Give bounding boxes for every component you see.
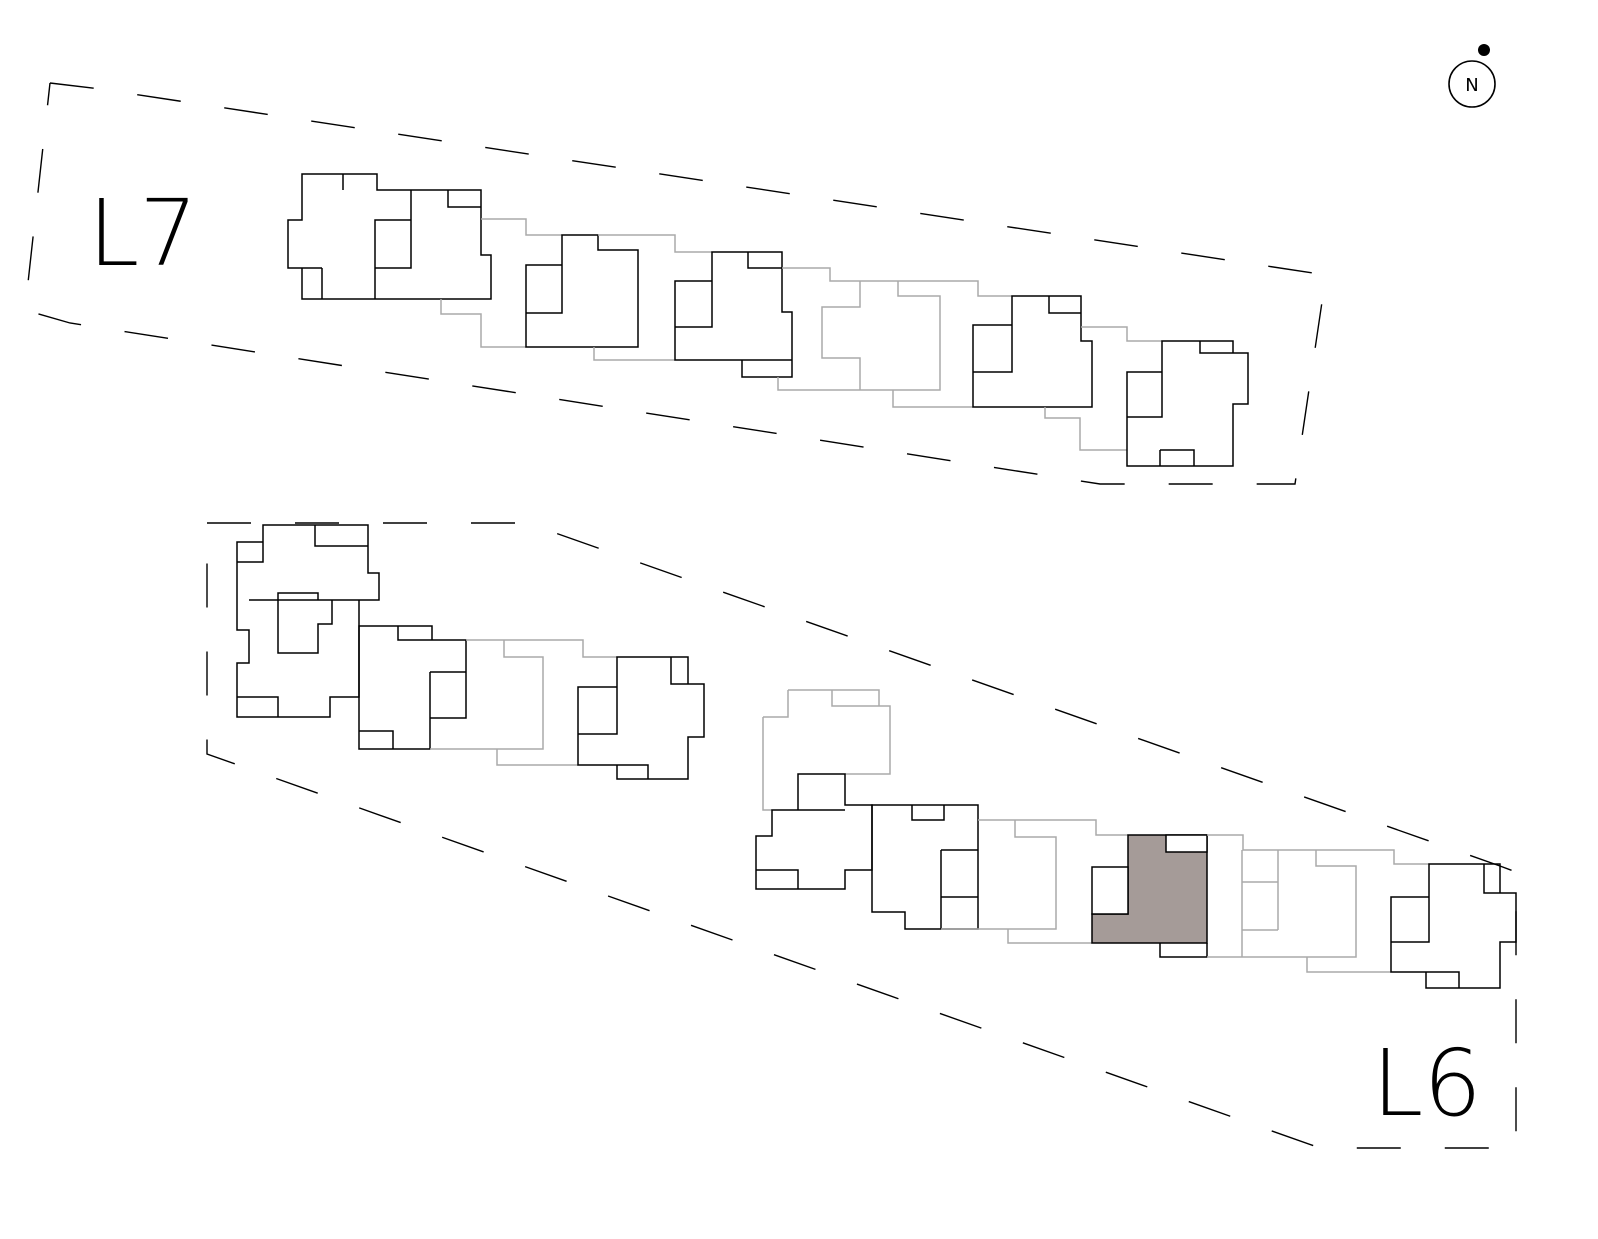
l6-unit-10-inactive[interactable] [1207,834,1429,973]
l7-unit-2[interactable] [525,234,639,348]
l6-unit-2[interactable] [358,625,467,750]
l7-connector-3 [1044,326,1162,451]
l7-unit-6[interactable] [1126,340,1249,467]
l7-unit-3[interactable] [674,251,793,378]
l7-unit-4-inactive[interactable] [777,267,1012,408]
level-label-l6[interactable]: L6 [1372,1030,1482,1137]
level-l6-boundary [206,522,1517,1149]
l6-unit-11[interactable] [1390,863,1517,989]
l7-connector-1 [440,218,562,348]
north-arrow-icon: N [1448,44,1496,108]
l6-unit-7[interactable] [871,804,979,930]
l6-unit-1[interactable] [236,524,380,718]
l7-connector-2 [593,234,712,361]
l7-unit-1[interactable] [287,173,492,300]
l6-unit-selected[interactable] [1091,834,1208,958]
north-label: N [1465,75,1478,96]
l6-unit-5-inactive[interactable] [762,689,891,811]
l6-unit-3-inactive[interactable] [430,639,617,766]
l6-unit-4[interactable] [577,656,705,780]
level-label-l7[interactable]: L7 [88,180,198,287]
l7-unit-5[interactable] [972,295,1093,408]
level-l7-boundary [24,82,1327,485]
l6-unit-6[interactable] [755,773,873,890]
l6-unit-8-inactive[interactable] [941,819,1128,944]
